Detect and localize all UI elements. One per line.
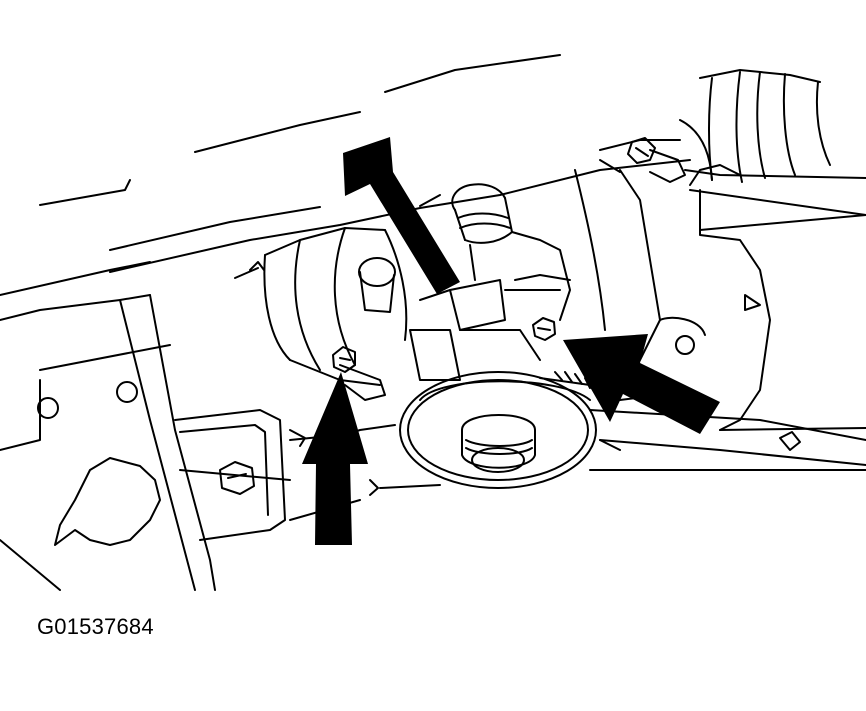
left-bolt-icon [332,346,356,373]
top-arrow [343,137,460,294]
upper-right-tube [599,69,866,231]
figure-id-label: G01537684 [37,614,154,639]
bottom-arrow [302,372,368,545]
left-frame [0,294,361,591]
upper-panel-lines [0,54,691,296]
oil-filter-adapter [409,183,571,381]
filter-housing [234,227,408,401]
right-bolt-icon [532,317,556,341]
callout-arrows [302,137,720,545]
filter-disc [399,371,601,489]
right-housing [574,159,866,466]
right-arrow [563,334,720,434]
lower-rail [179,424,866,496]
upper-bolt-icon [627,137,686,183]
mount-bolts [332,317,556,373]
